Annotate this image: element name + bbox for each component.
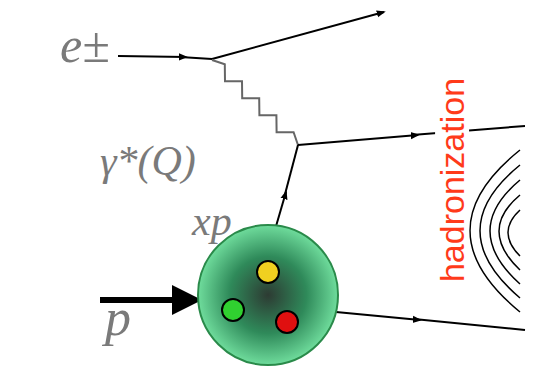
quark-dot	[276, 311, 298, 333]
quark-dot	[257, 261, 279, 283]
proton-circle	[198, 225, 338, 365]
particle-label: γ*(Q)	[100, 140, 196, 182]
electron-line	[212, 12, 384, 59]
particle-label: e±	[60, 20, 110, 70]
quark-line	[284, 145, 298, 198]
particle-label: p	[105, 292, 131, 344]
momentum-label: xp	[192, 200, 232, 242]
process-label: hadronization	[435, 75, 469, 285]
quark-line	[298, 135, 418, 145]
quark-dot	[222, 299, 244, 321]
photon-line	[212, 60, 298, 145]
electron-line	[180, 57, 212, 59]
hadron-jets	[470, 150, 520, 312]
electron-line	[118, 56, 186, 57]
remnant-line	[414, 319, 525, 330]
remnant-line	[336, 312, 420, 320]
